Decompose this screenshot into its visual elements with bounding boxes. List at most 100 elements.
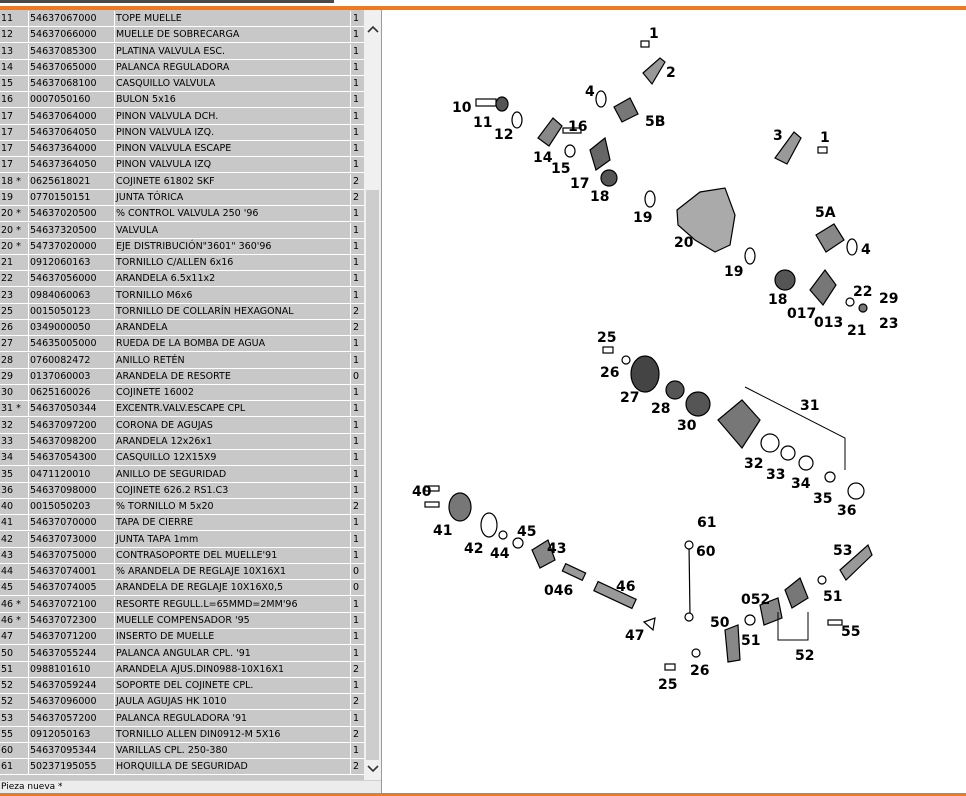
diagram-part-label[interactable]: 42 (464, 541, 483, 557)
diagram-part-label[interactable]: 12 (494, 127, 513, 143)
diagram-part-label[interactable]: 60 (696, 544, 716, 560)
diagram-part-label[interactable]: 046 (544, 583, 573, 599)
diagram-part-label[interactable]: 44 (490, 546, 510, 562)
diagram-part-label[interactable]: 33 (766, 467, 785, 483)
diagram-part-label[interactable]: 28 (651, 401, 670, 417)
diagram-part-label[interactable]: 3 (773, 128, 783, 144)
diagram-part-label[interactable]: 34 (791, 476, 811, 492)
diagram-part-label[interactable]: 1 (820, 130, 830, 146)
diagram-part-label[interactable]: 61 (697, 515, 716, 531)
diagram-part-label[interactable]: 29 (879, 291, 898, 307)
diagram-part-label[interactable]: 47 (625, 628, 644, 644)
chevron-up-icon[interactable] (364, 22, 381, 39)
diagram-part-label[interactable]: 19 (724, 264, 743, 280)
diagram-part-label[interactable]: 45 (517, 524, 536, 540)
scrollbar-thumb[interactable] (366, 190, 379, 760)
diagram-part-label[interactable]: 26 (690, 663, 709, 679)
diagram-part-label[interactable]: 013 (814, 315, 843, 331)
parts-list-scrollbar[interactable] (364, 10, 381, 780)
pane-divider[interactable] (381, 10, 382, 793)
diagram-part-label[interactable]: 31 (800, 398, 819, 414)
diagram-part-label[interactable]: 25 (658, 677, 677, 693)
diagram-part-label[interactable]: 11 (473, 115, 492, 131)
diagram-part-label[interactable]: 5A (815, 205, 836, 221)
diagram-part-label[interactable]: 16 (568, 119, 587, 135)
diagram-part-label[interactable]: 51 (741, 633, 760, 649)
diagram-part-label[interactable]: 14 (533, 150, 553, 166)
diagram-part-label[interactable]: 052 (741, 592, 770, 608)
diagram-part-label[interactable]: 35 (813, 491, 832, 507)
diagram-part-label[interactable]: 30 (677, 418, 697, 434)
table-row[interactable]: 20 *54637020500% CONTROL VALVULA 250 '96… (0, 206, 364, 223)
diagram-part-label[interactable]: 53 (833, 543, 852, 559)
diagram-part-label[interactable]: 50 (710, 615, 730, 631)
diagram-part-label[interactable]: 51 (823, 589, 842, 605)
diagram-part-label[interactable]: 43 (547, 541, 566, 557)
diagram-part-label[interactable]: 15 (551, 161, 570, 177)
chevron-down-icon[interactable] (364, 762, 381, 779)
diagram-part-label[interactable]: 5B (645, 114, 665, 130)
diagram-part-label[interactable]: 1 (649, 26, 659, 42)
diagram-part-label[interactable]: 10 (452, 100, 472, 116)
diagram-part-label[interactable]: 46 (616, 579, 635, 595)
diagram-part-label[interactable]: 20 (674, 235, 694, 251)
diagram-part-label[interactable]: 4 (585, 84, 595, 100)
diagram-part-label[interactable]: 40 (412, 484, 432, 500)
diagram-part-label[interactable]: 27 (620, 390, 639, 406)
diagram-part-label[interactable]: 18 (590, 189, 609, 205)
diagram-part-label[interactable]: 41 (433, 523, 452, 539)
diagram-part-label[interactable]: 18 (768, 292, 787, 308)
diagram-part-label[interactable]: 2 (666, 65, 676, 81)
diagram-part-label[interactable]: 36 (837, 503, 856, 519)
diagram-part-label[interactable]: 26 (600, 365, 619, 381)
diagram-part-label[interactable]: 25 (597, 330, 616, 346)
diagram-part-label[interactable]: 22 (853, 284, 872, 300)
diagram-part-label[interactable]: 017 (787, 306, 816, 322)
diagram-part-label[interactable]: 52 (795, 648, 814, 664)
diagram-part-label[interactable]: 17 (570, 176, 589, 192)
diagram-part-label[interactable]: 19 (633, 210, 652, 226)
diagram-part-label[interactable]: 4 (861, 242, 871, 258)
